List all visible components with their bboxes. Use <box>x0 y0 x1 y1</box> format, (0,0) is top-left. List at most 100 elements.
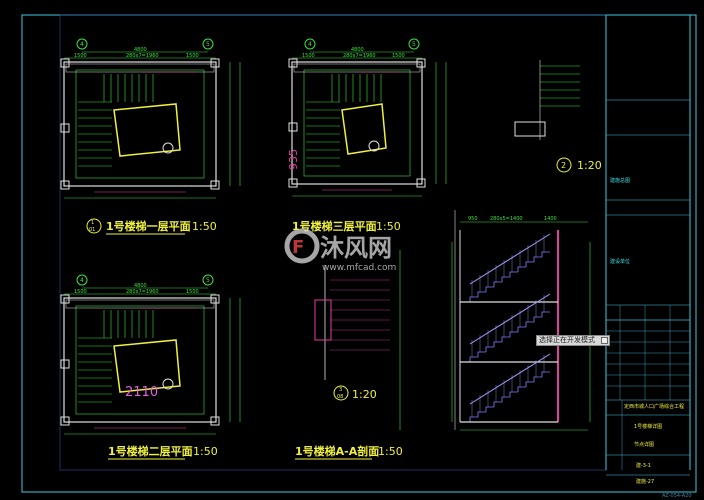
detail-scale: 1:20 <box>577 159 602 172</box>
phase-label: 建施总图 <box>610 177 630 184</box>
stair-step <box>493 401 502 407</box>
detail-marker <box>333 385 349 401</box>
dimension-text: 1500 <box>74 53 87 59</box>
stair-step <box>517 386 526 392</box>
dimension-text: 1400 <box>544 216 557 222</box>
window <box>293 63 421 73</box>
title-block <box>606 99 690 476</box>
stair-step <box>493 341 502 347</box>
stair-step <box>517 266 526 272</box>
watermark-graphic: F 沐风网 www.mfcad.com <box>284 228 396 273</box>
axis-bubble <box>202 274 214 286</box>
inner-wall <box>75 305 205 415</box>
wall-outline <box>63 297 217 423</box>
detail-marker-sheet: 01 <box>89 227 95 233</box>
section-title-text: 1号楼梯A-A剖面 <box>295 444 379 458</box>
detail-marker-number: 1 <box>91 220 94 226</box>
inner-wall <box>303 69 411 177</box>
dimension-text: 4800 <box>134 47 147 53</box>
dimension-text: 1500 <box>302 53 315 59</box>
plan-scale: 1:50 <box>376 220 401 233</box>
stair-step <box>477 291 486 297</box>
detail-sheet: 08 <box>337 394 343 400</box>
detail-number: 2 <box>561 161 566 170</box>
tooltip-close-button[interactable] <box>601 337 608 344</box>
handrail <box>469 293 551 345</box>
column-marker <box>162 378 174 390</box>
dimension-text: 1500 <box>186 53 199 59</box>
detail-2-title: 2 1:20 <box>556 157 602 173</box>
stair-step <box>477 351 486 357</box>
window <box>65 299 215 309</box>
axis-label: 4 <box>80 41 84 48</box>
dimension-text: 1500 <box>74 289 87 295</box>
dimension-text: 4800 <box>134 283 147 289</box>
column <box>210 58 220 68</box>
stair-step <box>485 406 494 412</box>
column-marker <box>368 140 380 152</box>
watermark-logo-letter-icon: F <box>292 237 304 258</box>
stair-step <box>533 316 542 322</box>
section-scale: 1:50 <box>378 445 403 458</box>
sheet-number: 建-3-1 <box>636 462 651 469</box>
drawing-name: 1号楼梯详图 <box>634 423 662 430</box>
dimension-text: 1500 <box>392 53 405 59</box>
watermark-url: www.mfcad.com <box>322 263 396 273</box>
stair-step <box>541 371 550 377</box>
column <box>60 416 70 426</box>
stair-step <box>469 416 478 422</box>
stair-step <box>517 326 526 332</box>
landing-outline <box>113 339 181 393</box>
plan-2f-title: 1号楼梯二层平面 1:50 <box>108 444 218 460</box>
client-label: 建设单位 <box>610 258 630 265</box>
window <box>65 63 215 73</box>
plan-3f-title: 1号楼梯三层平面 1:50 <box>292 219 401 233</box>
column <box>288 58 298 68</box>
dimension-text: 280x7=1960 <box>126 289 159 295</box>
column <box>60 359 70 369</box>
tooltip: 选择正在开发模式 <box>536 335 610 346</box>
footer-code: AZ-054-A20 <box>662 493 692 499</box>
stair-step <box>485 286 494 292</box>
watermark: F 沐风网 www.mfcad.com <box>280 226 430 280</box>
handrail <box>469 233 551 285</box>
column <box>60 180 70 190</box>
plan-1f-title: 1 01 1号楼梯一层平面 1:50 <box>86 218 217 235</box>
axis-label: 5 <box>412 41 416 48</box>
detail-marker <box>86 218 102 234</box>
column <box>210 180 220 190</box>
stair-step <box>541 311 550 317</box>
drawing-number: 建施-27 <box>636 478 654 485</box>
stair-step <box>469 296 478 302</box>
column <box>288 178 298 188</box>
plan-title: 1号楼梯三层平面 <box>292 219 377 233</box>
stair-step <box>509 271 518 277</box>
stair-step <box>501 396 510 402</box>
landing-outline <box>341 103 387 155</box>
column-marker <box>162 142 174 154</box>
stair-step <box>501 276 510 282</box>
detail-marker <box>556 157 572 173</box>
axis-label: 4 <box>308 41 312 48</box>
handrail <box>469 353 551 405</box>
stair-step <box>469 356 478 362</box>
stair-step <box>525 321 534 327</box>
column <box>288 122 298 132</box>
watermark-logo-icon <box>284 228 320 264</box>
plan-scale: 1:50 <box>193 445 218 458</box>
dimension-text: 4800 <box>351 47 364 53</box>
dimension-text: 950 <box>468 216 478 222</box>
axis-bubble <box>202 38 214 50</box>
stair-step <box>525 261 534 267</box>
detail-3-section <box>314 299 332 341</box>
plan-title: 1号楼梯一层平面 <box>106 219 191 233</box>
column <box>416 178 426 188</box>
plan-title: 1号楼梯二层平面 <box>108 444 193 458</box>
detail-3-title: 3 08 1:20 <box>333 385 377 401</box>
detail-number: 3 <box>339 387 342 393</box>
